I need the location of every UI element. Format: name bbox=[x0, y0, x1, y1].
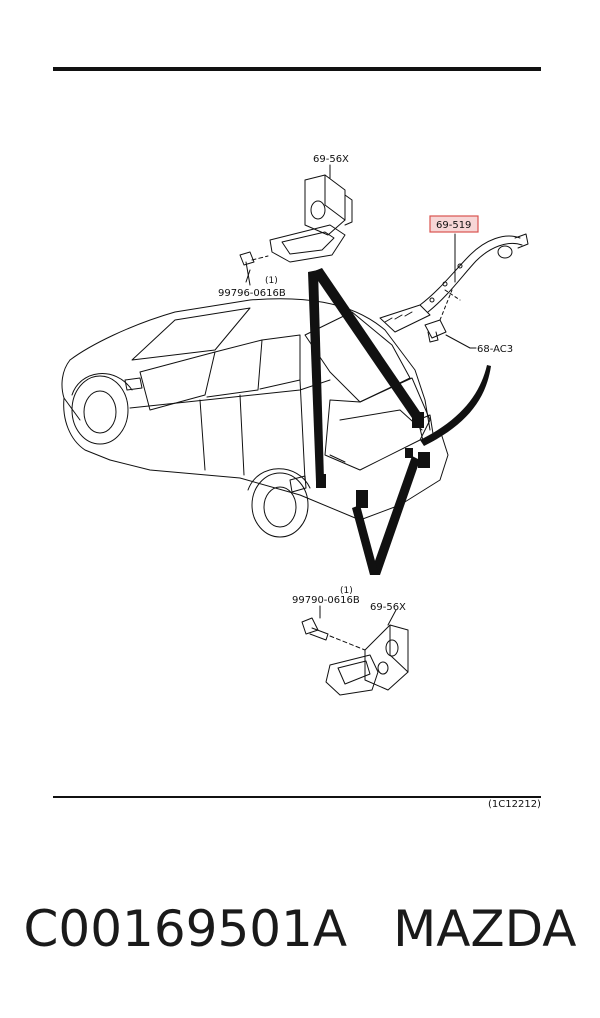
top-divider bbox=[53, 67, 541, 71]
parts-diagram: 69-56X (1) 99796-0616B 69-519 68-AC3 (1)… bbox=[61, 154, 529, 696]
label-top-bracket: 69-56X bbox=[313, 154, 349, 165]
label-bottom-bolt-qty: (1) bbox=[340, 586, 353, 596]
label-clip: 68-AC3 bbox=[477, 344, 513, 355]
part-number: C00169501A bbox=[23, 900, 348, 958]
car-illustration bbox=[61, 298, 449, 538]
top-bolt-part bbox=[239, 251, 269, 286]
reference-code: (1C12212) bbox=[488, 799, 541, 810]
bottom-bracket-part bbox=[325, 609, 409, 696]
label-bottom-bolt: 99790-0616B bbox=[292, 595, 360, 606]
top-bracket-part bbox=[269, 174, 353, 263]
caption: C00169501A MAZDA bbox=[0, 900, 600, 958]
label-harness: 69-519 bbox=[436, 220, 471, 231]
bottom-divider bbox=[53, 796, 541, 798]
brand-name: MAZDA bbox=[393, 900, 577, 958]
mount-markers bbox=[316, 412, 430, 508]
label-top-bolt: 99796-0616B bbox=[218, 288, 286, 299]
label-bottom-bracket: 69-56X bbox=[370, 602, 406, 613]
bottom-bolt-part bbox=[301, 605, 366, 651]
clip-part bbox=[424, 289, 471, 349]
highlight-box bbox=[429, 215, 479, 233]
label-top-bolt-qty: (1) bbox=[265, 276, 278, 286]
pointer-lines bbox=[308, 268, 491, 575]
harness-part bbox=[379, 233, 529, 333]
